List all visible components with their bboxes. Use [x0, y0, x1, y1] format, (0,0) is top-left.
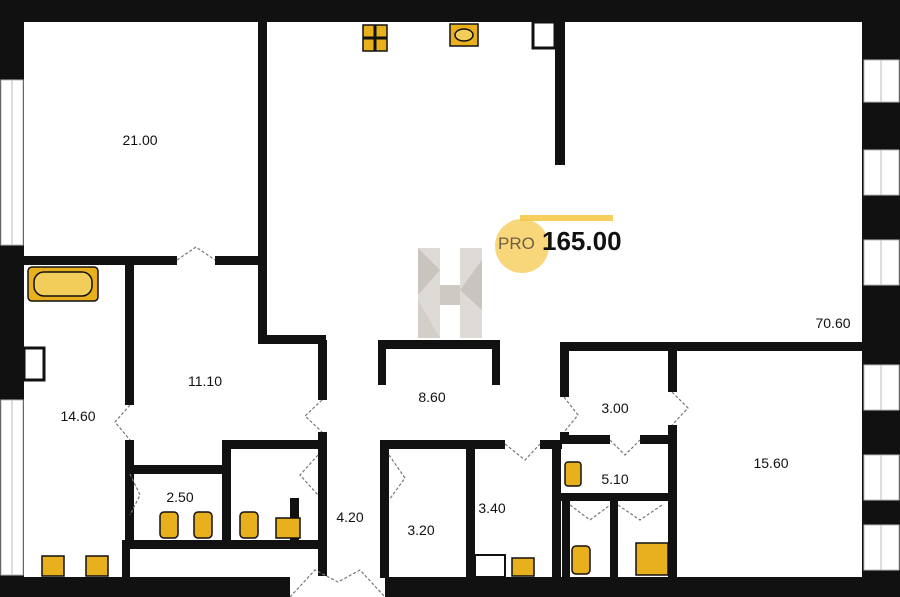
sink-icon [275, 517, 301, 539]
toilet-icon [159, 511, 179, 539]
room-area-bedroom-2: 11.10 [188, 373, 222, 389]
fixtures [27, 23, 669, 577]
shower-icon [635, 542, 669, 576]
logo-text: PRO [498, 234, 535, 253]
logo-bar [520, 215, 613, 221]
room-area-bathroom-2: 3.40 [478, 500, 506, 516]
sink-icon [511, 557, 535, 577]
logo-circle [495, 219, 549, 273]
room-area-bedroom-4: 15.60 [753, 455, 789, 471]
toilet-icon [564, 461, 582, 487]
room-area-bedroom-1: 21.00 [122, 132, 158, 148]
room-area-living: 70.60 [815, 315, 851, 331]
sink-icon [85, 555, 109, 577]
bathtub-icon [27, 266, 99, 302]
sink-icon [41, 555, 65, 577]
toilet-icon [193, 511, 213, 539]
room-area-hall: 8.60 [418, 389, 446, 405]
sink-icon [449, 23, 479, 47]
window-grid-icon [362, 24, 388, 52]
doors [114, 246, 689, 597]
room-area-storage-2: 3.00 [601, 400, 629, 416]
room-area-bathroom-3: 5.10 [601, 471, 629, 487]
toilet-icon [239, 511, 259, 539]
total-area: 165.00 [542, 226, 622, 256]
room-area-bathroom-1: 2.50 [166, 489, 194, 505]
logo-h-icon [418, 248, 482, 338]
windows [0, 59, 900, 597]
room-area-bedroom-3: 14.60 [60, 408, 96, 424]
room-area-storage-1: 3.20 [407, 522, 435, 538]
toilet-icon [571, 545, 591, 575]
room-area-corridor: 4.20 [336, 509, 364, 525]
